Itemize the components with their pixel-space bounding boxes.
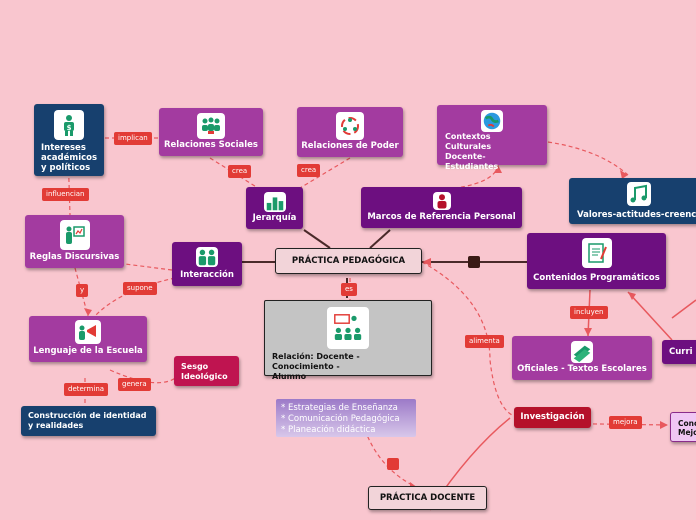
two-people-icon: [196, 247, 218, 267]
label-alimenta: alimenta: [465, 335, 504, 348]
node-relaciones-poder[interactable]: Relaciones de Poder: [297, 107, 403, 157]
estrategias-item-3: * Planeación didáctica: [281, 425, 376, 435]
node-interaccion-label: Interacción: [180, 270, 234, 280]
label-supone: supone: [123, 282, 157, 295]
node-relacion[interactable]: Relación: Docente - Conocimiento - Alumn…: [264, 300, 432, 381]
node-lenguaje[interactable]: Lenguaje de la Escuela: [29, 316, 147, 362]
node-conc-label: Conc Mejo: [678, 419, 696, 437]
node-investigacion[interactable]: Investigación: [514, 407, 591, 428]
node-reglas[interactable]: Reglas Discursivas: [25, 215, 124, 268]
node-sesgo-label: Sesgo Ideológico: [181, 362, 228, 381]
megaphone-icon: [75, 320, 101, 344]
node-intereses-label: Intereses académicos y políticos: [41, 143, 98, 173]
estrategias-item-1: * Estrategias de Enseñanza: [281, 403, 398, 413]
label-implican: implican: [114, 132, 152, 145]
label-genera: genera: [118, 378, 151, 391]
label-y: y: [76, 284, 89, 297]
node-practica-pedagogica[interactable]: PRÁCTICA PEDAGÓGICA: [275, 248, 422, 274]
node-oficiales-label: Oficiales - Textos Escolares: [517, 364, 647, 374]
node-construccion-label: Construcción de identidad y realidades: [28, 411, 147, 430]
person-icon: [432, 192, 451, 210]
node-jerarquia[interactable]: Jerarquía: [246, 187, 303, 229]
teacher-money-icon: $: [54, 110, 84, 140]
node-intereses[interactable]: $ Intereses académicos y políticos: [34, 104, 104, 176]
label-crea-1: crea: [228, 165, 252, 178]
node-construccion[interactable]: Construcción de identidad y realidades: [21, 406, 156, 436]
label-es: es: [341, 283, 357, 296]
podium-icon: [263, 192, 286, 212]
node-relaciones-sociales-label: Relaciones Sociales: [164, 140, 258, 150]
label-influencian: influencian: [42, 188, 89, 201]
node-practica-docente-label: PRÁCTICA DOCENTE: [379, 493, 476, 503]
document-pencil-icon: [581, 238, 612, 268]
node-conc[interactable]: Conc Mejo: [670, 412, 696, 442]
group-people-icon: [197, 113, 225, 139]
node-contenidos-label: Contenidos Programáticos: [533, 273, 660, 283]
books-icon: [571, 341, 593, 363]
node-interaccion[interactable]: Interacción: [172, 242, 242, 286]
music-notes-icon: [627, 182, 651, 206]
estrategias-item-2: * Comunicación Pedagógica: [281, 414, 400, 424]
node-contextos-label: Contextos Culturales Docente-Estudiantes: [445, 132, 499, 171]
node-practica-pedagogica-label: PRÁCTICA PEDAGÓGICA: [291, 256, 406, 266]
node-practica-docente[interactable]: PRÁCTICA DOCENTE: [368, 486, 487, 510]
node-marcos-label: Marcos de Referencia Personal: [367, 212, 516, 222]
node-valores-label: Valores-actitudes-creencias: [577, 210, 696, 220]
cycle-people-icon: [336, 112, 364, 140]
node-estrategias[interactable]: * Estrategias de Enseñanza * Comunicació…: [276, 399, 416, 437]
presentation-icon: [59, 220, 90, 250]
globe-icon: [481, 110, 503, 132]
node-reglas-label: Reglas Discursivas: [29, 252, 120, 262]
node-curri-label: Curri: [669, 347, 693, 357]
node-sesgo[interactable]: Sesgo Ideológico: [174, 356, 239, 386]
label-determina: determina: [64, 383, 109, 396]
node-contenidos[interactable]: Contenidos Programáticos: [527, 233, 666, 289]
svg-text:$: $: [67, 124, 72, 132]
label-mejora: mejora: [609, 416, 642, 429]
node-investigacion-label: Investigación: [520, 412, 585, 422]
node-oficiales[interactable]: Oficiales - Textos Escolares: [512, 336, 652, 380]
node-curri[interactable]: Curri: [662, 340, 696, 364]
node-contextos[interactable]: Contextos Culturales Docente-Estudiantes: [437, 105, 547, 171]
label-incluyen: incluyen: [570, 306, 608, 319]
classroom-icon: [327, 307, 369, 349]
node-marcos[interactable]: Marcos de Referencia Personal: [361, 187, 522, 228]
node-relacion-label: Relación: Docente - Conocimiento - Alumn…: [272, 352, 360, 381]
node-relaciones-poder-label: Relaciones de Poder: [301, 141, 399, 151]
node-jerarquia-label: Jerarquía: [252, 213, 297, 223]
node-relaciones-sociales[interactable]: Relaciones Sociales: [159, 108, 263, 156]
label-crea-2: crea: [297, 164, 321, 177]
node-lenguaje-label: Lenguaje de la Escuela: [33, 346, 143, 356]
node-valores[interactable]: Valores-actitudes-creencias: [569, 178, 696, 224]
